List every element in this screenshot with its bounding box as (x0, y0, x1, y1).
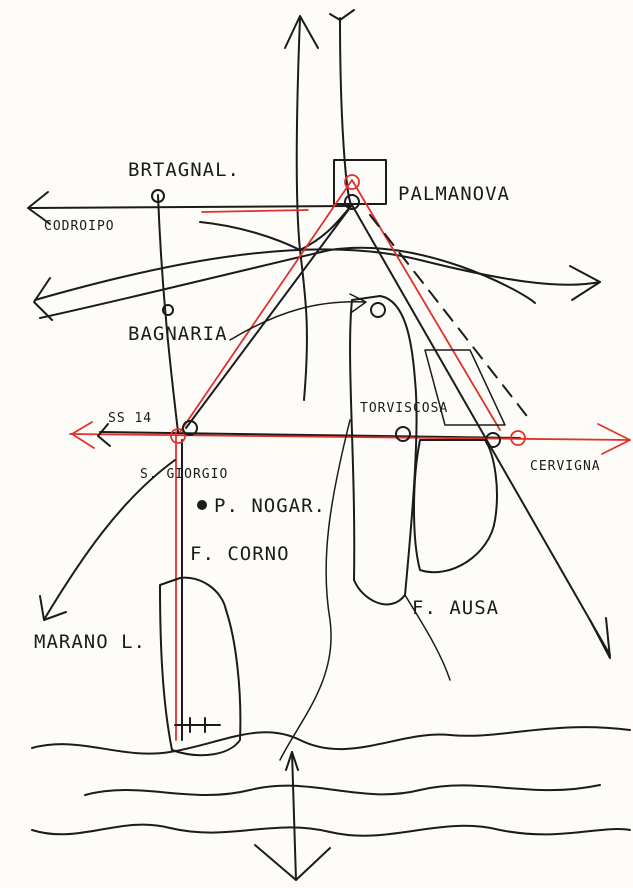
label-p-nogaro: P. NOGAR. (214, 495, 326, 517)
label-f-ausa: F. AUSA (412, 597, 499, 619)
motorway-curves (34, 205, 600, 320)
label-marano: MARANO L. (34, 631, 146, 653)
south-axis (255, 752, 330, 880)
red-route (70, 175, 630, 740)
label-bagnaria: BAGNARIA (128, 323, 228, 345)
label-bertagnol: BRTAGNAL. (128, 159, 240, 181)
label-torviscosa: TORVISCOSA (360, 401, 448, 416)
label-san-giorgio: S. GIORGIO (140, 467, 228, 482)
label-cervignano: CERVIGNA (530, 459, 601, 474)
corno-area (160, 578, 240, 756)
marano-arrow (40, 460, 175, 620)
palmanova-block (334, 160, 386, 204)
cervignano-area (414, 440, 497, 572)
label-codroipo: CODROIPO (44, 219, 115, 234)
label-f-corno: F. CORNO (190, 543, 290, 565)
river-loop (280, 420, 350, 760)
label-palmanova: PALMANOVA (398, 183, 510, 205)
sea-waves (32, 727, 630, 836)
bagnaria-link (230, 302, 365, 340)
dashed-line (370, 215, 530, 420)
diagonal-roads (186, 205, 610, 658)
torviscosa-area (350, 296, 417, 604)
label-ss14: SS 14 (108, 411, 152, 426)
